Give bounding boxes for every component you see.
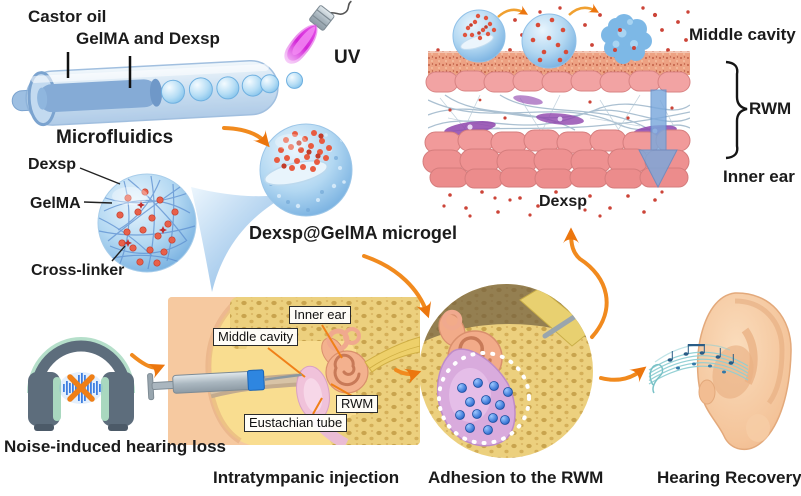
dexsp-component-label: Dexsp <box>28 156 77 173</box>
rwm-right-label: RWM <box>749 99 792 118</box>
flow-arrows <box>130 126 647 384</box>
adhesion-inset-illustration <box>419 284 593 458</box>
dexsp-release-label: Dexsp <box>539 193 588 210</box>
dexsp-leader-line <box>79 167 121 185</box>
inner-cell-layers <box>422 129 691 189</box>
arrow-noise-to-injection <box>130 353 166 379</box>
microgel-cutaway-sphere <box>452 9 506 63</box>
microfluidics-label: Microfluidics <box>56 127 174 148</box>
magnify-wedge <box>191 187 291 292</box>
cross-linker-component-label: Cross-linker <box>31 262 125 279</box>
ear-anatomy-panel <box>147 297 420 445</box>
gelma-network-mesh <box>98 175 196 270</box>
encapsulated-dexsp-particles <box>274 130 332 172</box>
inner-ear-right-label: Inner ear <box>723 167 795 186</box>
adhesion-dashed-circle <box>437 351 531 445</box>
clef-icon <box>649 363 664 394</box>
microgel-structure-illustration <box>79 167 197 273</box>
headphones-icon <box>27 337 135 431</box>
rwm-bracket <box>725 60 748 160</box>
gelma-dexsp-label: GelMA and Dexsp <box>76 29 220 48</box>
adhered-microgel-beads <box>455 378 513 435</box>
microgel-releasing-sphere <box>521 13 577 69</box>
product-name-label: Dexsp@GelMA microgel <box>249 223 457 243</box>
microgel-degraded-sphere <box>601 14 652 64</box>
degradation-arrow-2 <box>568 3 600 16</box>
music-notes-icon <box>648 344 749 394</box>
arrow-adhesion-to-recovery <box>599 366 647 383</box>
degradation-arrow-1 <box>497 5 529 18</box>
ear-tragus <box>698 379 716 405</box>
recovery-ear-illustration <box>648 292 792 451</box>
noise-caption: Noise-induced hearing loss <box>4 437 226 456</box>
permeation-arrow <box>638 89 678 189</box>
noise-cross-icon <box>67 374 95 402</box>
rwm-box-label: RWM <box>336 395 379 413</box>
arrow-adhesion-to-rwm <box>563 227 609 339</box>
middle-cavity-box-label: Middle cavity <box>213 328 299 346</box>
recovery-caption: Hearing Recovery <box>657 468 801 487</box>
inner-ear-box-label: Inner ear <box>289 306 352 324</box>
cross-linker-particles <box>124 201 167 247</box>
gelma-component-label: GelMA <box>30 195 81 212</box>
panel-leader-lines <box>267 324 353 415</box>
cochlea <box>321 327 369 394</box>
droplets <box>160 71 304 104</box>
ear-pinna <box>168 297 250 445</box>
arrow-tube-to-microgel <box>222 126 270 148</box>
gelma-leader-line <box>83 201 113 204</box>
middle-cavity-right-label: Middle cavity <box>689 25 796 44</box>
eustachian-tube-box-label: Eustachian tube <box>244 414 348 432</box>
castor-oil-label: Castor oil <box>28 7 107 26</box>
auditory-nerve <box>364 336 420 373</box>
uv-lamp-icon <box>284 0 352 64</box>
dexsp-gelma-microgel-illustration <box>259 123 353 217</box>
cross-linker-leader-line <box>111 245 126 262</box>
uv-label: UV <box>334 47 361 68</box>
rwm-cross-section-illustration <box>422 3 748 218</box>
released-dexsp-dots-bottom <box>442 190 664 218</box>
epithelial-layer <box>425 70 691 93</box>
arrow-microgel-to-adhesion <box>362 254 432 319</box>
arrow-injection-to-adhesion <box>394 368 422 384</box>
syringe-icon <box>147 369 302 401</box>
note-heads <box>667 344 734 365</box>
microfluidic-device-illustration <box>11 59 304 127</box>
ear-helix <box>734 298 785 405</box>
adhesion-caption: Adhesion to the RWM <box>428 468 604 487</box>
injection-caption: Intratympanic injection <box>213 468 400 487</box>
